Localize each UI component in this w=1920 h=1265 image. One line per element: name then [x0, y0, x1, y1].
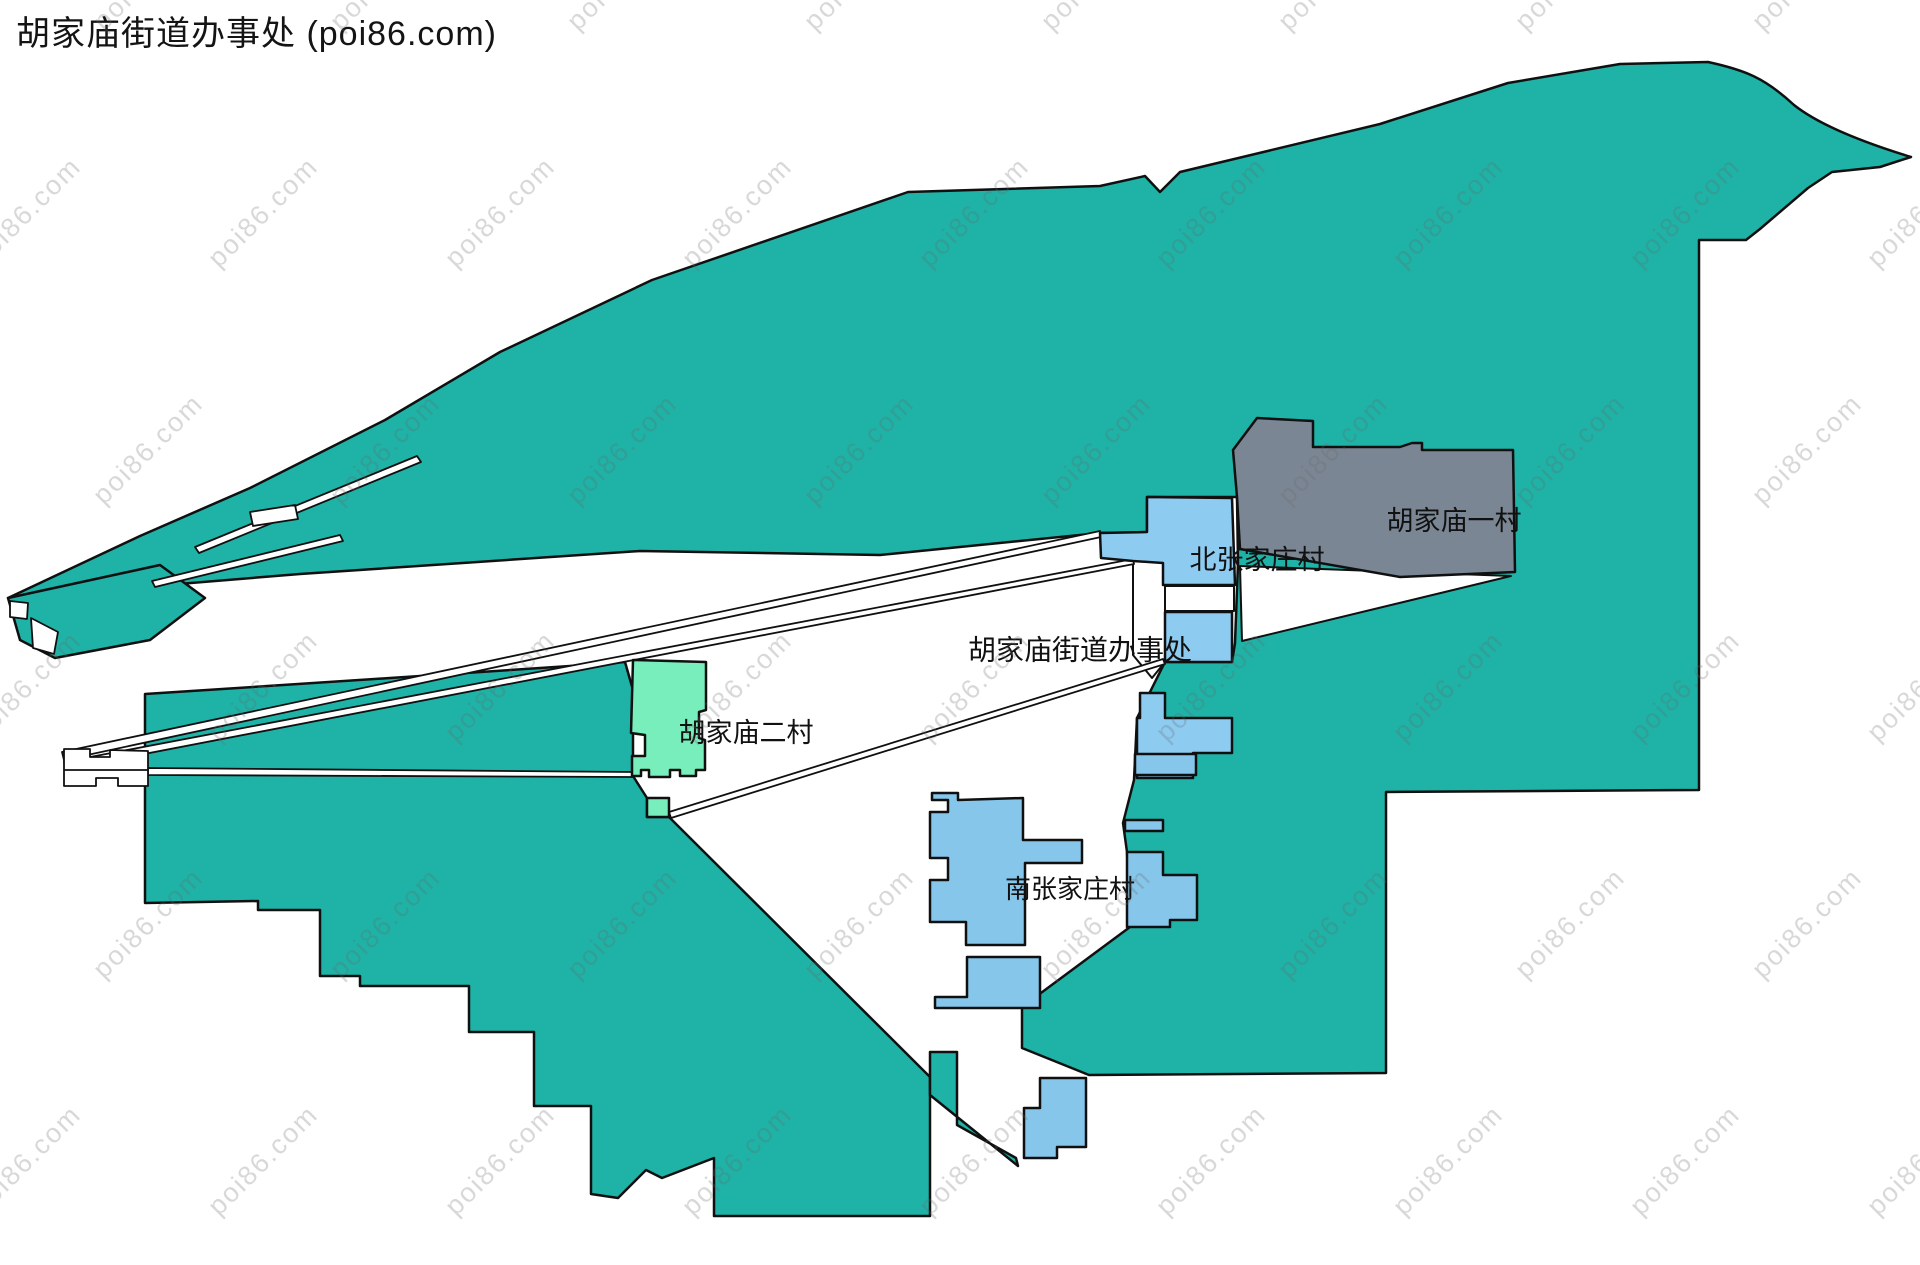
parcel-tip-2 [30, 617, 59, 655]
district-boundary-layer [6, 60, 1913, 1218]
region-nanzhangjiazhuang-top [1133, 752, 1198, 777]
region-beizhangjiazhuang-square [1163, 610, 1234, 664]
sliver-to-square [668, 658, 1166, 819]
sliver-band-1 [194, 455, 422, 554]
village-regions-layer [629, 416, 1517, 1160]
region-nanzhangjiazhuang-south [1022, 1076, 1088, 1160]
parcel-tip-1 [9, 600, 29, 620]
page-title: 胡家庙街道办事处 (poi86.com) [16, 15, 497, 53]
region-nanzhangjiazhuang-strip [1123, 818, 1165, 833]
label-subdistrict: 胡家庙街道办事处 [968, 635, 1192, 666]
region-nanzhangjiazhuang-lower [933, 955, 1042, 1010]
label-nanzhangjiazhuang: 南张家庄村 [1005, 874, 1135, 904]
cutout-below-beizhang [1161, 585, 1235, 612]
district-main [6, 60, 1913, 1077]
parcel-west-group [63, 748, 149, 787]
label-hujiamiao-yicun: 胡家庙一村 [1387, 506, 1522, 536]
uncolored-parcels-layer [9, 455, 1512, 819]
region-beizhangjiazhuang-main [1098, 495, 1237, 587]
region-nanzhangjiazhuang-east [1125, 850, 1199, 929]
region-hujiamiao-yicun [1231, 416, 1517, 579]
label-beizhangjiazhuang: 北张家庄村 [1190, 545, 1325, 575]
region-hujiamiao-ercun-square [645, 796, 671, 819]
region-hujiamiao-ercun [629, 658, 708, 779]
sliver-band-notch [249, 504, 299, 527]
district-spike [928, 1050, 1020, 1168]
sliver-band-2 [151, 534, 344, 588]
label-hujiamiao-ercun: 胡家庙二村 [679, 718, 814, 748]
region-nanzhangjiazhuang-main [928, 791, 1084, 947]
